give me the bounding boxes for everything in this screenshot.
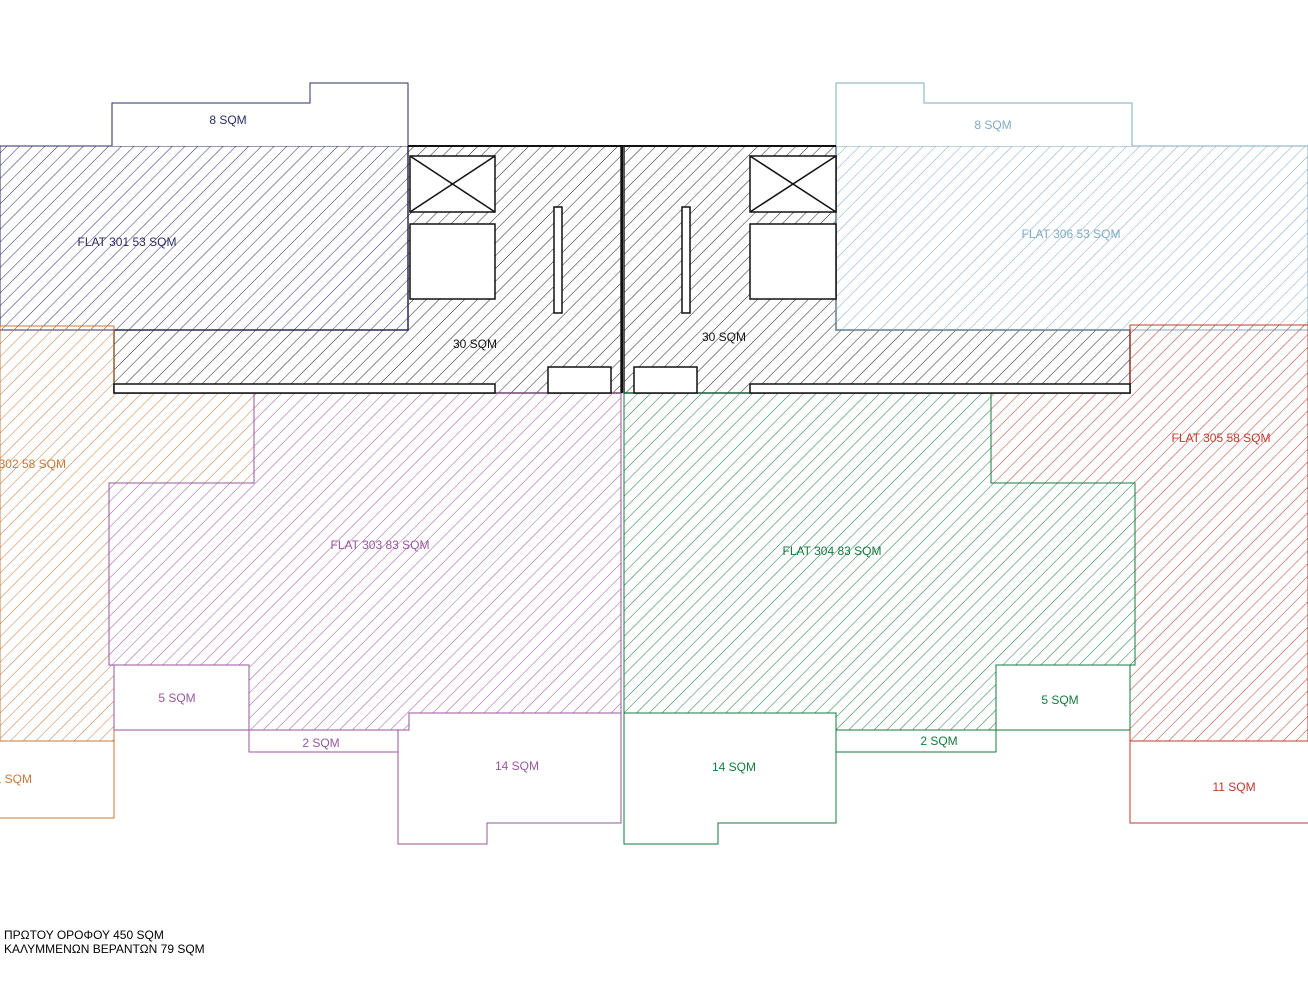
common-left-label: 30 SQM	[453, 337, 497, 351]
flat-305-label: FLAT 305 58 SQM	[1172, 431, 1271, 445]
flat-302-label: FLAT 302 58 SQM	[0, 457, 66, 471]
common-right-label: 30 SQM	[702, 330, 746, 344]
core-details	[113, 145, 1131, 394]
flat-303-label: FLAT 303 83 SQM	[331, 538, 430, 552]
flat-301	[0, 82, 409, 331]
flat-304	[623, 392, 1136, 845]
covered-verandas-total: ΚΑΛΥΜΜΕΝΩΝ ΒΕΡΑΝΤΩΝ 79 SQM	[4, 942, 205, 956]
flat-302	[0, 325, 255, 819]
flat-303-veranda-b-label: 2 SQM	[302, 736, 339, 750]
flat-305	[990, 324, 1308, 824]
flat-302-veranda-label: 11 SQM	[0, 772, 32, 786]
area-summary: ΠΡΩΤΟΥ ΟΡΟΦΟΥ 450 SQM ΚΑΛΥΜΜΕΝΩΝ ΒΕΡΑΝΤΩ…	[4, 928, 205, 956]
flat-305-veranda-label: 11 SQM	[1212, 780, 1255, 794]
door-right	[633, 366, 698, 394]
flat-301-label: FLAT 301 53 SQM	[78, 235, 177, 249]
flat-303-veranda-a-label: 5 SQM	[158, 691, 195, 705]
flat-304-label: FLAT 304 83 SQM	[783, 544, 882, 558]
flat-304-veranda-c-label: 5 SQM	[1041, 693, 1078, 707]
flat-303-veranda-c-label: 14 SQM	[495, 759, 539, 773]
flat-306-veranda-label: 8 SQM	[974, 118, 1011, 132]
corridor-wall-right	[749, 383, 1131, 394]
corridor-wall-left	[113, 383, 496, 394]
flat-304-veranda-b-label: 2 SQM	[920, 734, 957, 748]
stair-wall-right	[681, 206, 691, 314]
stair-wall-left	[553, 206, 563, 314]
flat-304-veranda-a-label: 14 SQM	[712, 760, 756, 774]
floor-area-total: ΠΡΩΤΟΥ ΟΡΟΦΟΥ 450 SQM	[4, 928, 164, 942]
flat-303	[108, 392, 622, 845]
flat-301-veranda-label: 8 SQM	[209, 113, 246, 127]
flat-306	[835, 82, 1308, 331]
door-left	[547, 366, 612, 394]
flat-306-label: FLAT 306 53 SQM	[1022, 227, 1121, 241]
lift-right	[749, 223, 837, 300]
lift-left	[409, 223, 496, 300]
